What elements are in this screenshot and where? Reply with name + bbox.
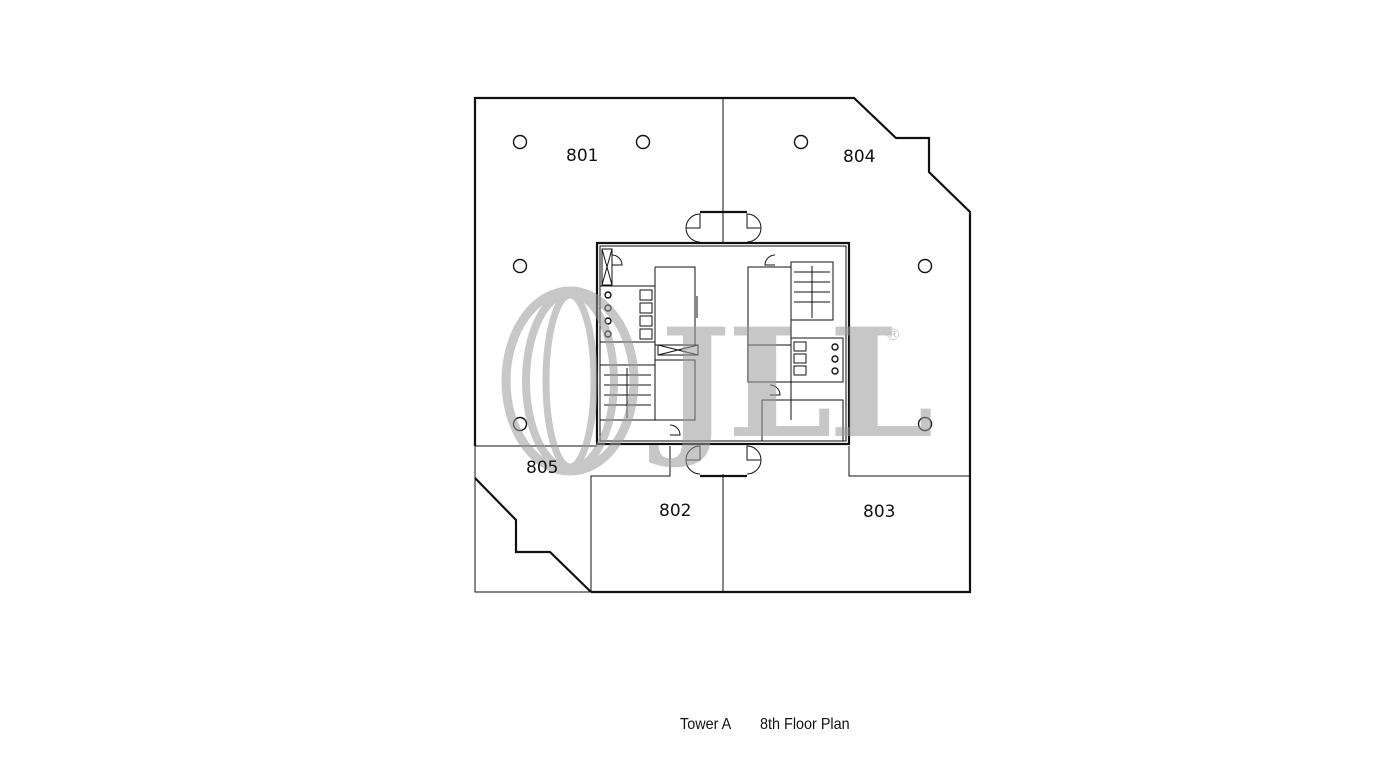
stair-treads-right bbox=[794, 266, 830, 318]
entrance-doors bbox=[611, 210, 781, 478]
unit-label-804: 804 bbox=[843, 147, 875, 167]
watermark-logo-text: JLL bbox=[649, 296, 931, 472]
caption-floor-plan: 8th Floor Plan bbox=[760, 716, 850, 733]
unit-label-805: 805 bbox=[526, 458, 558, 478]
building-outline bbox=[473, 96, 972, 594]
columns bbox=[512, 134, 933, 432]
column bbox=[793, 134, 809, 150]
column bbox=[512, 258, 528, 274]
column bbox=[917, 416, 933, 432]
unit-label-802: 802 bbox=[659, 501, 691, 521]
registered-mark: ® bbox=[885, 325, 901, 344]
column bbox=[512, 134, 528, 150]
column bbox=[635, 134, 651, 150]
jll-watermark: JLL ® bbox=[501, 286, 935, 476]
column bbox=[917, 258, 933, 274]
unit-label-801: 801 bbox=[566, 146, 598, 166]
unit-label-803: 803 bbox=[863, 502, 895, 522]
caption-tower: Tower A bbox=[680, 716, 732, 733]
building-core bbox=[595, 241, 851, 446]
